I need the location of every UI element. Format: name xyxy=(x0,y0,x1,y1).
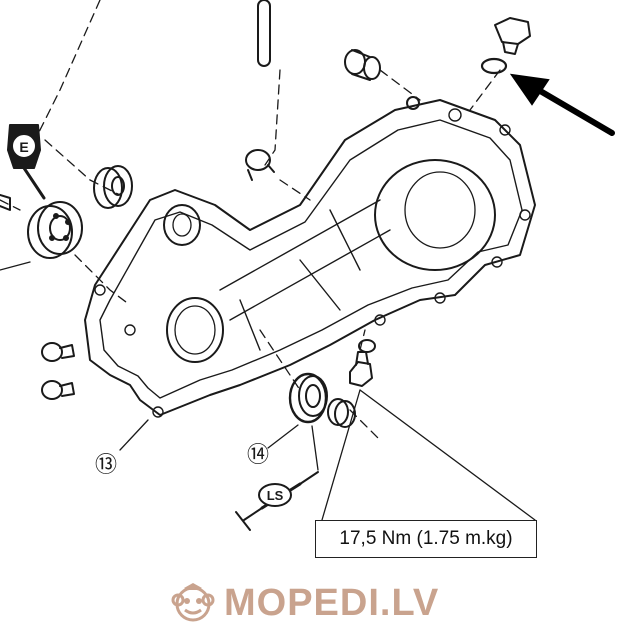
torque-spec-box: 17,5 Nm (1.75 m.kg) xyxy=(315,520,537,558)
left-bolt-lower xyxy=(41,380,75,400)
assembly-guide-lines xyxy=(0,0,501,441)
bearing-bore xyxy=(166,297,224,363)
bushing xyxy=(327,398,356,428)
brand-watermark: MOPEDI.LV xyxy=(170,578,470,628)
ls-badge-shape xyxy=(258,483,292,507)
leader-lines xyxy=(0,261,536,521)
oil-filler-plug xyxy=(480,17,531,75)
o-ring xyxy=(480,57,508,75)
oil-seal-part-14 xyxy=(288,372,328,424)
small-bolt-head xyxy=(406,96,420,110)
crankcase-inner-rim xyxy=(99,119,523,399)
middle-bearing xyxy=(93,165,133,209)
badge-e: E xyxy=(19,139,28,155)
drain-bolt xyxy=(349,339,376,387)
torque-spec-text: 17,5 Nm (1.75 m.kg) xyxy=(339,528,513,549)
collar-part xyxy=(344,49,381,81)
pulley-housing-opening xyxy=(374,159,496,271)
breather-fitting xyxy=(245,149,275,181)
brand-name: MOPEDI.LV xyxy=(224,581,440,624)
engine-oil-symbol xyxy=(7,124,46,200)
highlight-arrow-icon xyxy=(509,73,615,136)
left-small-bolt xyxy=(0,194,11,211)
rod-part xyxy=(257,0,271,67)
crankcase-outline xyxy=(84,99,536,416)
left-bolt-upper xyxy=(41,342,75,362)
badge-ls: LS xyxy=(267,488,284,503)
monkey-face-icon xyxy=(171,583,215,622)
left-bearing xyxy=(27,201,83,259)
callout-13: ⑬ xyxy=(95,452,117,477)
mount-boss xyxy=(163,204,201,246)
callout-14: ⑭ xyxy=(247,442,269,467)
